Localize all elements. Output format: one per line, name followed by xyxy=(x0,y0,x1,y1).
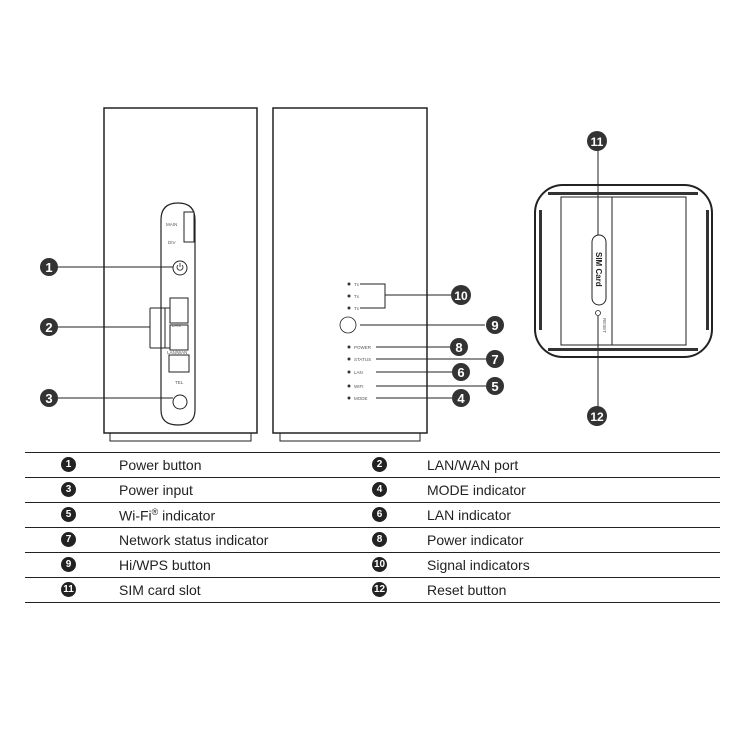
lan-led-label: LAN xyxy=(354,370,363,375)
legend-label: Network status indicator xyxy=(119,532,269,548)
tel-label: TEL xyxy=(175,380,184,385)
callout-badge: 12 xyxy=(587,406,607,426)
legend-number: 3 xyxy=(61,482,76,497)
div-label: DIV xyxy=(168,240,176,245)
callout-badge: 9 xyxy=(486,316,504,334)
legend-number: 5 xyxy=(61,507,76,522)
legend-number: 8 xyxy=(372,532,387,547)
sim-card-label: SIM Card xyxy=(594,252,603,287)
callout-badge: 6 xyxy=(452,363,470,381)
reset-label: RESET xyxy=(602,318,607,333)
tel-port xyxy=(168,354,190,373)
legend-number: 1 xyxy=(61,457,76,472)
legend-number: 7 xyxy=(61,532,76,547)
lan-label: LAN xyxy=(172,323,181,328)
router-diagram: MAIN DIV LAN LAN/WAN TEL Tx Tx Tx POWER … xyxy=(40,107,713,442)
mode-led-label: MODE xyxy=(354,396,368,401)
lan-port xyxy=(169,297,189,324)
legend-label: LAN indicator xyxy=(427,507,512,523)
legend-row: 9 Hi/WPS button 10 Signal indicators xyxy=(25,553,720,578)
power-button xyxy=(172,260,188,276)
legend-row: 5 Wi-Fi® indicator 6 LAN indicator xyxy=(25,503,720,528)
svg-text:7: 7 xyxy=(491,352,498,367)
callout-badge: 10 xyxy=(451,285,471,305)
callout-badges: 1 2 3 4 5 6 7 8 9 10 11 12 xyxy=(40,131,607,426)
legend-label: Signal indicators xyxy=(427,557,530,573)
reset-button xyxy=(595,310,601,316)
svg-text:5: 5 xyxy=(491,379,498,394)
callout-badge: 3 xyxy=(40,389,58,407)
svg-text:11: 11 xyxy=(591,135,604,149)
legend-number: 12 xyxy=(372,582,387,597)
svg-text:10: 10 xyxy=(454,289,468,303)
svg-text:9: 9 xyxy=(491,318,498,333)
signal-label: Tx xyxy=(354,294,360,299)
registered-mark: ® xyxy=(151,507,159,517)
legend-label: MODE indicator xyxy=(427,482,526,498)
legend-label: SIM card slot xyxy=(119,582,201,598)
legend-label: Power button xyxy=(119,457,202,473)
legend-number: 2 xyxy=(372,457,387,472)
svg-text:6: 6 xyxy=(457,365,464,380)
legend-row: 1 Power button 2 LAN/WAN port xyxy=(25,453,720,478)
callout-badge: 8 xyxy=(450,338,468,356)
svg-text:1: 1 xyxy=(45,260,52,275)
signal-label: Tx xyxy=(354,306,360,311)
signal-label: Tx xyxy=(354,282,360,287)
legend-label: Wi-Fi® indicator xyxy=(119,507,215,524)
indicator-text: indicator xyxy=(158,507,216,524)
svg-text:3: 3 xyxy=(45,391,52,406)
legend-label: Power indicator xyxy=(427,532,524,548)
callout-badge: 4 xyxy=(452,389,470,407)
main-label: MAIN xyxy=(166,222,177,227)
wps-button xyxy=(339,316,357,334)
legend-number: 11 xyxy=(61,582,76,597)
legend-row: 11 SIM card slot 12 Reset button xyxy=(25,578,720,603)
svg-text:2: 2 xyxy=(45,320,52,335)
svg-text:8: 8 xyxy=(455,340,462,355)
sim-card-slot xyxy=(591,234,607,306)
legend-number: 9 xyxy=(61,557,76,572)
legend-number: 10 xyxy=(372,557,387,572)
svg-text:12: 12 xyxy=(590,410,604,424)
legend-row: 7 Network status indicator 8 Power indic… xyxy=(25,528,720,553)
legend-number: 4 xyxy=(372,482,387,497)
callout-badge: 2 xyxy=(40,318,58,336)
callout-badge: 11 xyxy=(587,131,607,151)
wifi-led-label: WIFI xyxy=(354,384,364,389)
svg-text:4: 4 xyxy=(457,391,465,406)
callout-badge: 1 xyxy=(40,258,58,276)
power-input xyxy=(172,394,188,410)
legend-number: 6 xyxy=(372,507,387,522)
port-panel xyxy=(160,202,196,426)
legend-label: Reset button xyxy=(427,582,507,598)
legend-table: 1 Power button 2 LAN/WAN port 3 Power in… xyxy=(25,452,720,603)
status-led-label: STATUS xyxy=(354,357,371,362)
lan-wan-port xyxy=(169,324,189,351)
power-led-label: POWER xyxy=(354,345,372,350)
legend-label: LAN/WAN port xyxy=(427,457,519,473)
lan-wan-label: LAN/WAN xyxy=(167,350,187,355)
wifi-text: Wi-Fi xyxy=(119,507,152,524)
router-front-body xyxy=(272,107,428,434)
legend-row: 3 Power input 4 MODE indicator xyxy=(25,478,720,503)
legend-label: Hi/WPS button xyxy=(119,557,211,573)
legend-label: Power input xyxy=(119,482,193,498)
router-bottom-view xyxy=(534,184,713,358)
callout-badge: 5 xyxy=(486,377,504,395)
callout-badge: 7 xyxy=(486,350,504,368)
